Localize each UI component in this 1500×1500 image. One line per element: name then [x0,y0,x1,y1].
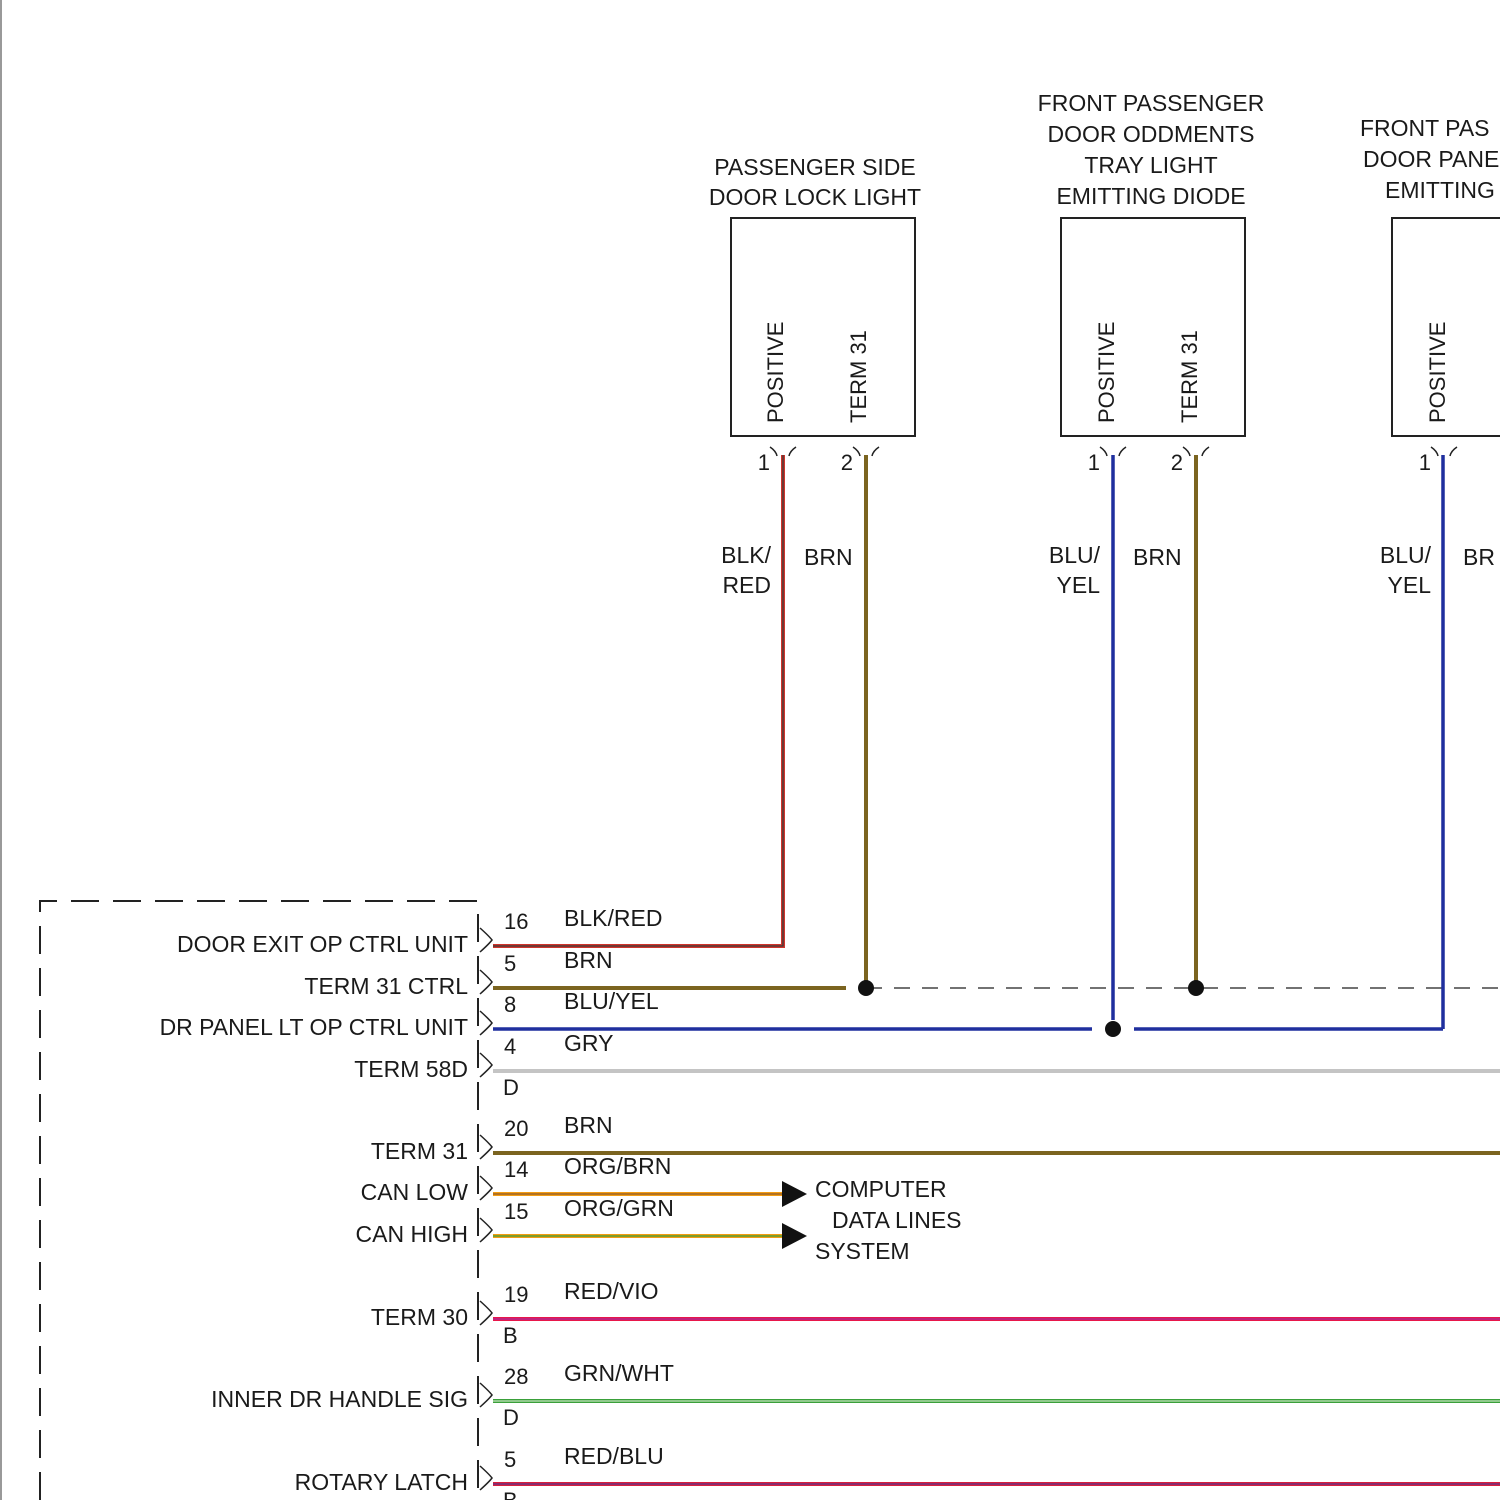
connector-id: D [503,1405,519,1430]
connector-terminal [480,1135,492,1159]
module-signal-name: ROTARY LATCH [295,1469,468,1495]
module-signal-name: CAN HIGH [356,1221,468,1247]
wire-color-label: BLU/ [1380,542,1432,568]
module-pin-number: 19 [504,1282,528,1307]
module-signal-name: TERM 58D [354,1056,468,1082]
connector-terminal [480,1053,492,1077]
wire-blk-red [493,455,783,946]
connector-terminal [1183,447,1209,456]
component-box [731,218,915,436]
connector-terminal [770,447,796,456]
component-title-line: EMITTING DIODE [1056,183,1245,209]
splice-dot [1105,1021,1121,1037]
module-wire-color: ORG/GRN [564,1195,674,1221]
module-pin-number: 20 [504,1116,528,1141]
module-pin-number: 16 [504,909,528,934]
module-pin-number: 15 [504,1199,528,1224]
connector-terminal [480,1176,492,1200]
module-wire-color: RED/VIO [564,1278,659,1304]
computer-data-lines-label: COMPUTER DATA LINES SYSTEM [815,1176,962,1264]
pin-name-label: POSITIVE [1425,322,1450,423]
splice-dot [858,980,874,996]
component-title-line: TRAY LIGHT [1084,152,1217,178]
connector-terminal [480,928,492,952]
pin-number: 1 [1088,450,1100,475]
component-title-line: FRONT PASSENGER [1038,90,1265,116]
module-signal-name: TERM 31 CTRL [304,973,468,999]
component-title-line: DOOR LOCK LIGHT [709,184,921,210]
module-wire-color: GRY [564,1030,613,1056]
module-signal-name: INNER DR HANDLE SIG [211,1386,468,1412]
connector-id: B [503,1488,518,1500]
component-title-line: FRONT PAS [1360,115,1490,141]
pin-name-label: TERM 31 [1177,330,1202,423]
connector-id: B [503,1323,518,1348]
component-oddments-tray-led: FRONT PASSENGER DOOR ODDMENTS TRAY LIGHT… [1038,90,1265,598]
wire-color-label: YEL [1388,572,1432,598]
module-wire-color: ORG/BRN [564,1153,671,1179]
module-pin-number: 5 [504,951,516,976]
splice-dot [1188,980,1204,996]
module-signal-name: CAN LOW [361,1179,469,1205]
pin-number: 2 [841,450,853,475]
module-signal-name: TERM 31 [371,1138,468,1164]
pin-name-label: POSITIVE [763,322,788,423]
module-wire-color: GRN/WHT [564,1360,674,1386]
module-pin-number: 4 [504,1034,516,1059]
module-wire-color: BRN [564,1112,613,1138]
pin-number: 1 [1419,450,1431,475]
connector-terminal [480,1011,492,1035]
module-pin-number: 14 [504,1157,528,1182]
destination-line: COMPUTER [815,1176,947,1202]
component-title-line: DOOR PANE [1363,146,1499,172]
wire-color-label: BRN [804,544,853,570]
component-box [1061,218,1245,436]
module-pin-number: 28 [504,1364,528,1389]
arrow-icon [782,1223,807,1249]
module-rows: DOOR EXIT OP CTRL UNIT 16 BLK/RED TERM 31 C… [160,905,674,1500]
wire-color-label: BRN [1133,544,1182,570]
module-wire-color: BLK/RED [564,905,662,931]
pin-name-label: POSITIVE [1094,322,1119,423]
wire-color-label: RED [722,572,771,598]
component-title-line: PASSENGER SIDE [714,154,916,180]
pin-number: 2 [1171,450,1183,475]
pin-name-label: TERM 31 [846,330,871,423]
module-pin-number: 8 [504,992,516,1017]
module-signal-name: DR PANEL LT OP CTRL UNIT [160,1014,468,1040]
connector-terminal [1100,447,1126,456]
arrow-icon [782,1181,807,1207]
connector-terminal [853,447,879,456]
component-title-line: DOOR ODDMENTS [1048,121,1255,147]
pin-number: 1 [758,450,770,475]
connector-terminal [480,1218,492,1242]
connector-terminal [480,1301,492,1325]
module-signal-name: DOOR EXIT OP CTRL UNIT [177,931,468,957]
module-wire-color: BRN [564,947,613,973]
module-pin-number: 5 [504,1447,516,1472]
module-wire-color: BLU/YEL [564,988,659,1014]
wire-color-label: BLK/ [721,542,771,568]
destination-line: SYSTEM [815,1238,910,1264]
wires [493,455,1500,1484]
wire-color-label: YEL [1057,572,1101,598]
component-title-line: EMITTING [1385,177,1495,203]
component-door-panel-led: FRONT PAS DOOR PANE EMITTING POSITIVE 1 … [1360,115,1500,598]
module-signal-name: TERM 30 [371,1304,468,1330]
wire-color-label: BR [1463,544,1495,570]
connector-terminal [480,1383,492,1407]
connector-terminal [1431,447,1457,456]
component-door-lock-light: PASSENGER SIDE DOOR LOCK LIGHT POSITIVE … [709,154,921,598]
wire-color-label: BLU/ [1049,542,1101,568]
module-wire-color: RED/BLU [564,1443,664,1469]
connector-terminal [480,1466,492,1490]
connector-id: D [503,1075,519,1100]
connector-terminal [480,970,492,994]
wire-blk-red-tracer [493,455,783,946]
destination-line: DATA LINES [832,1207,962,1233]
